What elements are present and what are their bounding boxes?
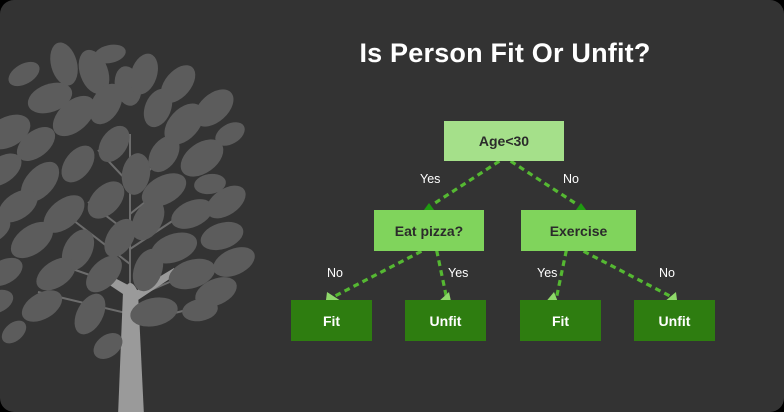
tree-node-root[interactable]: Age<30 bbox=[444, 121, 564, 161]
edge-root-to-pizza bbox=[429, 159, 501, 208]
tree-node-label: Unfit bbox=[429, 312, 462, 329]
edge-exercise-to-fit2 bbox=[555, 250, 568, 297]
tree-node-label: Fit bbox=[322, 312, 341, 329]
edge-label-pizza-yes: Yes bbox=[448, 266, 469, 280]
tree-node-eat-pizza[interactable]: Eat pizza? bbox=[374, 210, 484, 251]
tree-node-unfit-1[interactable]: Unfit bbox=[405, 300, 486, 341]
edge-pizza-to-unfit1 bbox=[435, 250, 448, 297]
edge-label-pizza-no: No bbox=[327, 266, 343, 280]
tree-node-label: Eat pizza? bbox=[394, 222, 464, 239]
tree-node-label: Unfit bbox=[658, 312, 691, 329]
edge-label-root-no: No bbox=[563, 172, 579, 186]
edge-label-root-yes: Yes bbox=[420, 172, 441, 186]
edge-label-exercise-yes: Yes bbox=[537, 266, 558, 280]
tree-node-label: Exercise bbox=[549, 222, 608, 239]
tree-node-unfit-2[interactable]: Unfit bbox=[634, 300, 715, 341]
edge-root-to-exercise bbox=[509, 159, 581, 208]
edge-pizza-to-fit1 bbox=[334, 249, 423, 298]
page-title: Is Person Fit Or Unfit? bbox=[359, 38, 651, 68]
tree-node-exercise[interactable]: Exercise bbox=[521, 210, 636, 251]
tree-node-fit-2[interactable]: Fit bbox=[520, 300, 601, 341]
edge-exercise-to-unfit2 bbox=[582, 249, 671, 298]
tree-node-fit-1[interactable]: Fit bbox=[291, 300, 372, 341]
tree-node-label: Age<30 bbox=[478, 133, 530, 149]
edge-label-exercise-no: No bbox=[659, 266, 675, 280]
tree-node-label: Fit bbox=[551, 312, 570, 329]
arrowheads-leaf bbox=[325, 292, 678, 308]
